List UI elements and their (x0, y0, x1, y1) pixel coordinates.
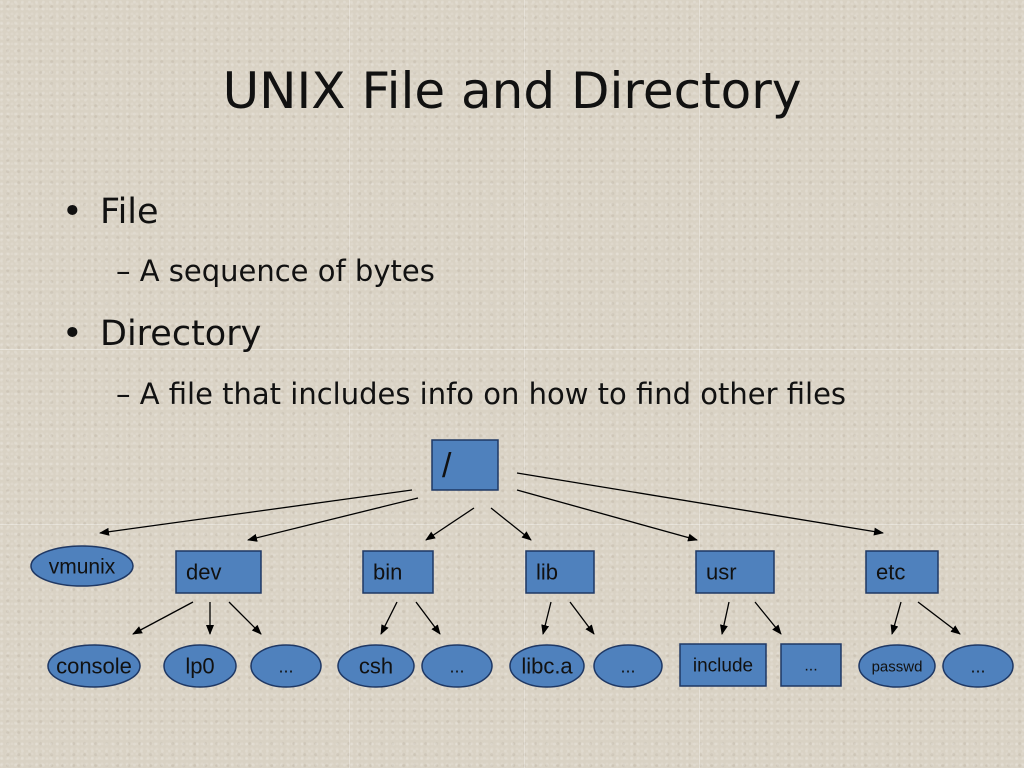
bullet-file: • File (62, 192, 159, 232)
tree-arrow (99, 489, 413, 536)
tree-node-usr: usr (695, 550, 775, 594)
tree-node-label: passwd (872, 658, 923, 675)
tree-node-shape (337, 644, 415, 688)
tree-node-shape (593, 644, 663, 688)
tree-arrow (516, 472, 884, 536)
tree-node-label: console (56, 654, 132, 679)
tree-node-console: console (47, 644, 141, 688)
tree-node-label: bin (373, 560, 402, 585)
tree-node-dev: dev (175, 550, 262, 594)
tree-node-csh: csh (337, 644, 415, 688)
tree-node-shape (942, 644, 1014, 688)
tree-node-label: csh (359, 654, 393, 679)
tree-node-label: vmunix (49, 555, 116, 578)
tree-arrow (516, 489, 698, 542)
tree-node-label: lp0 (185, 654, 214, 679)
tree-node-lib: lib (525, 550, 595, 594)
tree-node-shape (858, 644, 936, 688)
tree-node-label: ... (449, 656, 464, 676)
sub-bullet-marker: – (116, 254, 131, 288)
bullet-text: Directory (100, 314, 262, 354)
tree-node-label: ... (970, 656, 985, 676)
tree-node-label: / (442, 447, 452, 485)
tree-arrow (569, 601, 595, 635)
bullet-directory: • Directory (62, 314, 261, 354)
tree-node-etc: etc (865, 550, 939, 594)
bullet-marker: • (62, 314, 83, 354)
tree-node-lp0: lp0 (163, 644, 237, 688)
tree-arrow (890, 601, 902, 635)
tree-node-ellipsis: ... (421, 644, 493, 688)
background-grid-line (0, 349, 1024, 350)
tree-node-shape (679, 643, 767, 687)
background-grid-line (524, 0, 525, 768)
sub-bullet-text: A file that includes info on how to find… (139, 377, 847, 411)
bullet-text: File (100, 192, 159, 232)
tree-node-shape (780, 643, 842, 687)
tree-node-vmunix: vmunix (30, 545, 134, 587)
tree-node-shape (175, 550, 262, 594)
tree-node-ellipsis: ... (593, 644, 663, 688)
tree-node-label: ... (804, 658, 817, 675)
tree-arrow (541, 601, 552, 635)
tree-node-label: ... (620, 656, 635, 676)
tree-arrow (228, 601, 262, 635)
tree-node-shape (163, 644, 237, 688)
tree-node-shape (695, 550, 775, 594)
tree-node-ellipsis: ... (250, 644, 322, 688)
tree-arrow (917, 601, 961, 635)
tree-arrow (490, 507, 532, 541)
tree-node-shape (421, 644, 493, 688)
background-grid-line (699, 0, 700, 768)
tree-node-ellipsis: / (431, 439, 499, 491)
tree-node-shape (431, 439, 499, 491)
tree-node-label: dev (186, 560, 221, 585)
tree-node-label: lib (536, 560, 558, 585)
slide-title: UNIX File and Directory (222, 62, 802, 120)
tree-arrow (380, 601, 398, 635)
sub-bullet-file-definition: – A sequence of bytes (116, 254, 435, 288)
tree-node-shape (362, 550, 434, 594)
tree-node-label: libc.a (521, 654, 573, 679)
tree-arrow (247, 497, 419, 542)
tree-node-label: include (693, 656, 753, 677)
tree-node-label: ... (278, 656, 293, 676)
sub-bullet-text: A sequence of bytes (139, 254, 435, 288)
tree-node-bin: bin (362, 550, 434, 594)
tree-node-shape (250, 644, 322, 688)
tree-node-shape (525, 550, 595, 594)
tree-arrow (720, 601, 730, 635)
tree-node-shape (47, 644, 141, 688)
tree-node-ellipsis: ... (780, 643, 842, 687)
tree-node-passwd: passwd (858, 644, 936, 688)
tree-node-label: etc (876, 560, 905, 585)
sub-bullet-marker: – (116, 377, 131, 411)
tree-arrow (415, 601, 441, 635)
tree-arrow (425, 507, 475, 541)
tree-node-shape (509, 644, 585, 688)
bullet-marker: • (62, 192, 83, 232)
tree-arrow (132, 601, 194, 635)
tree-arrow (754, 601, 782, 635)
tree-node-libc-a: libc.a (509, 644, 585, 688)
tree-node-ellipsis: ... (942, 644, 1014, 688)
tree-node-include: include (679, 643, 767, 687)
sub-bullet-directory-definition: – A file that includes info on how to fi… (116, 377, 846, 411)
tree-node-label: usr (706, 560, 737, 585)
background-grid-line (349, 0, 350, 768)
tree-node-shape (30, 545, 134, 587)
tree-node-shape (865, 550, 939, 594)
